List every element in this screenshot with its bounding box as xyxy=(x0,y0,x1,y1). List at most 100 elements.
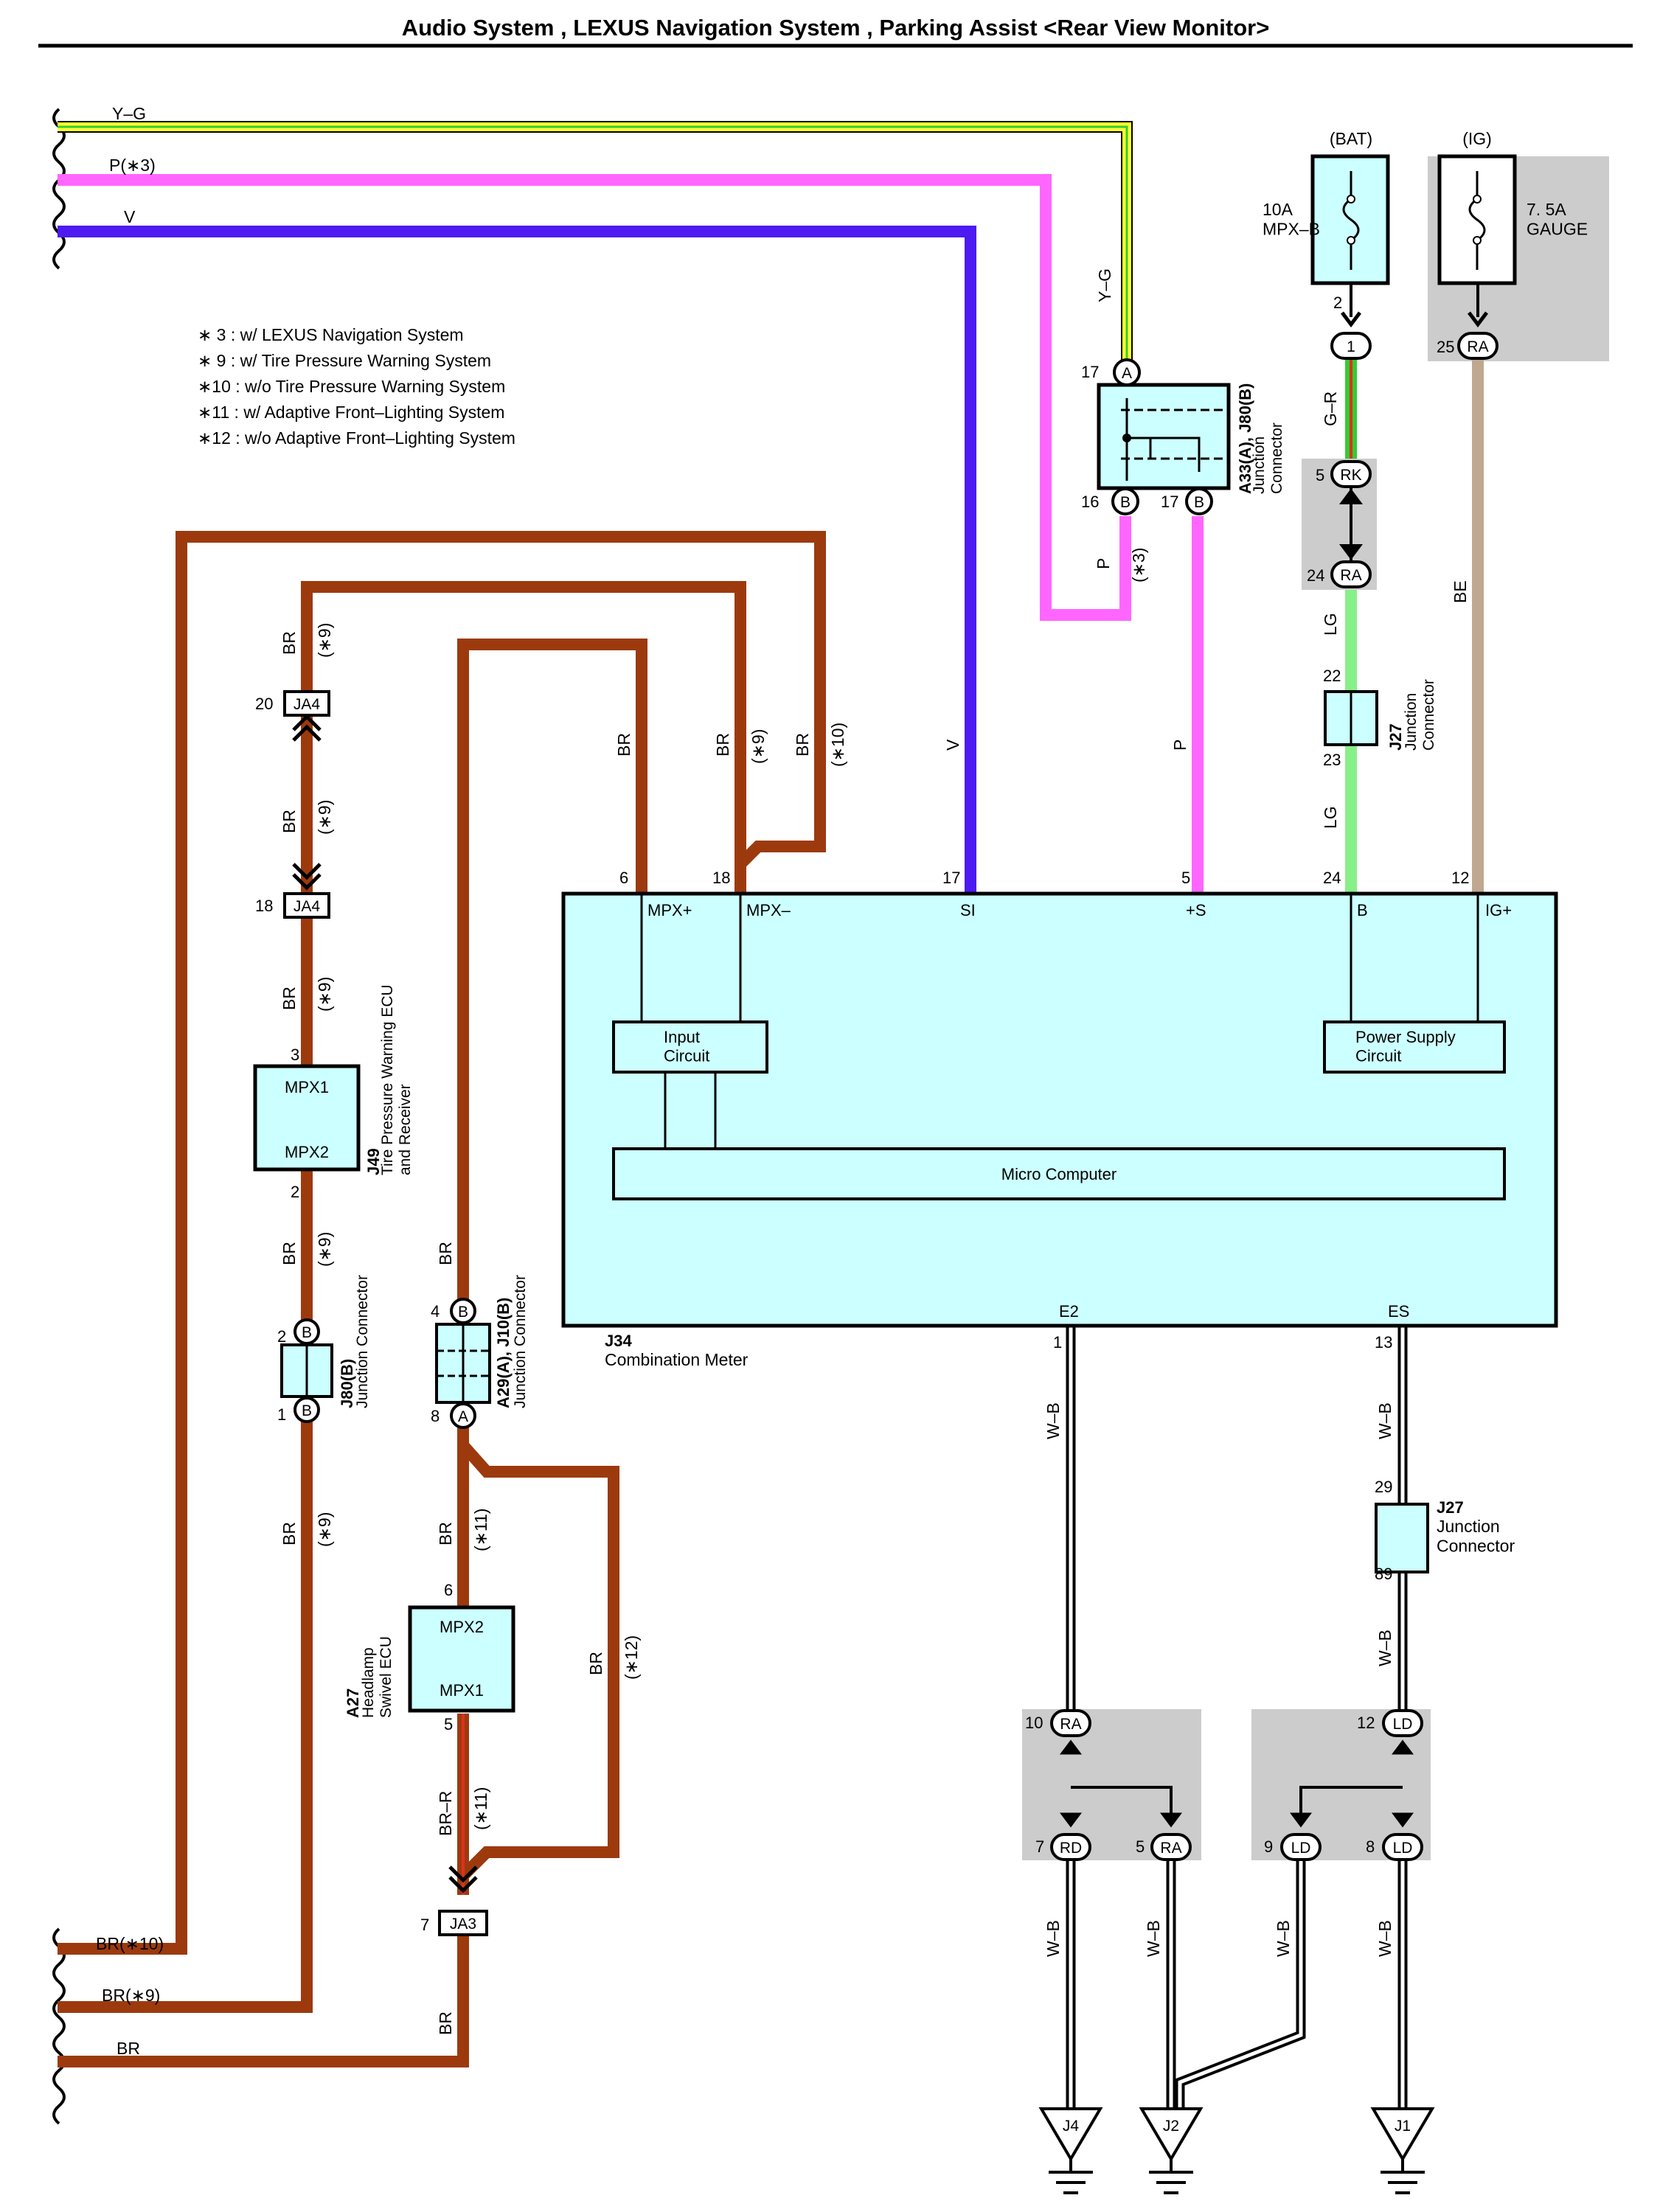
pin-numbers: 2 25 5 24 22 23 17 16 17 6 18 17 5 24 12… xyxy=(255,293,1469,1934)
svg-text:1: 1 xyxy=(1053,1333,1062,1352)
svg-text:P(∗3): P(∗3) xyxy=(109,156,156,175)
svg-text:LD: LD xyxy=(1393,1840,1413,1857)
svg-text:E2: E2 xyxy=(1059,1302,1079,1321)
j80-connector xyxy=(280,1318,333,1423)
a29-name: Junction Connector xyxy=(512,1275,529,1408)
j49-id: J49 xyxy=(364,1148,383,1175)
wire-br9 xyxy=(58,581,746,2013)
svg-text:17: 17 xyxy=(1161,493,1178,511)
svg-text:17: 17 xyxy=(1081,363,1099,381)
svg-text:(∗9): (∗9) xyxy=(315,800,334,835)
svg-text:RK: RK xyxy=(1340,467,1361,484)
svg-text:(∗9): (∗9) xyxy=(315,1232,334,1267)
svg-text:22: 22 xyxy=(1323,667,1341,685)
svg-text:(∗9): (∗9) xyxy=(315,1512,334,1547)
a27-ecu xyxy=(408,1605,515,1713)
note-9: ∗ 9 : w/ Tire Pressure Warning System xyxy=(198,351,491,370)
j49-mpx2: MPX2 xyxy=(285,1143,329,1161)
top-wires xyxy=(58,121,1133,894)
j27-upper-id: J27 xyxy=(1386,723,1405,751)
svg-text:BR: BR xyxy=(279,987,299,1010)
svg-text:8: 8 xyxy=(431,1407,440,1425)
svg-text:BR–R: BR–R xyxy=(436,1791,455,1836)
ground-lines xyxy=(1049,2159,1425,2194)
ja4-top xyxy=(283,690,330,742)
svg-text:LD: LD xyxy=(1393,1716,1413,1733)
svg-text:2: 2 xyxy=(1333,293,1342,312)
fuse-mpxb xyxy=(1310,154,1390,285)
svg-text:BR(∗10): BR(∗10) xyxy=(96,1934,164,1953)
a27-name: HeadlampSwivel ECU xyxy=(360,1636,395,1718)
wire-p3 xyxy=(58,174,1131,621)
ja4-bottom xyxy=(283,863,330,919)
a29-connector xyxy=(435,1298,491,1429)
svg-text:SI: SI xyxy=(960,901,976,919)
svg-text:BR: BR xyxy=(713,733,732,757)
svg-text:A: A xyxy=(458,1408,468,1425)
svg-text:18: 18 xyxy=(255,897,273,915)
svg-text:24: 24 xyxy=(1307,566,1324,585)
svg-text:1: 1 xyxy=(1347,338,1355,355)
svg-text:LD: LD xyxy=(1291,1840,1311,1857)
ja3 xyxy=(438,1865,488,1936)
svg-text:9: 9 xyxy=(1264,1837,1273,1856)
ja3-label: JA3 xyxy=(450,1916,476,1933)
j27-upper xyxy=(1324,690,1378,746)
svg-text:20: 20 xyxy=(255,695,273,713)
svg-text:ES: ES xyxy=(1388,1302,1409,1321)
note-12: ∗12 : w/o Adaptive Front–Lighting System xyxy=(198,428,515,448)
svg-text:89: 89 xyxy=(1375,1565,1392,1583)
svg-text:G–R: G–R xyxy=(1321,392,1340,426)
svg-text:BR: BR xyxy=(279,810,299,833)
svg-text:6: 6 xyxy=(619,869,628,887)
svg-text:V: V xyxy=(124,207,136,226)
svg-text:BR: BR xyxy=(586,1652,605,1675)
ground-symbols xyxy=(1038,2107,1435,2162)
svg-text:16: 16 xyxy=(1081,493,1099,511)
meter-pin-labels: MPX+ MPX– SI +S B IG+ E2 ES xyxy=(647,901,1512,1321)
svg-text:LG: LG xyxy=(1321,613,1340,636)
wire-br xyxy=(58,1935,469,2067)
svg-text:A: A xyxy=(1122,365,1132,382)
svg-text:25: 25 xyxy=(1437,338,1454,356)
svg-text:B: B xyxy=(302,1402,312,1419)
svg-text:7: 7 xyxy=(1035,1837,1044,1856)
svg-text:12: 12 xyxy=(1451,869,1469,887)
svg-text:BR: BR xyxy=(614,733,633,757)
svg-text:RA: RA xyxy=(1160,1840,1181,1857)
svg-text:5: 5 xyxy=(1136,1837,1145,1856)
connector-oval-labels: 1 RA RK RA RA RD RA LD LD LD xyxy=(1060,338,1489,1857)
svg-text:W–B: W–B xyxy=(1375,1920,1395,1957)
a33-circles xyxy=(1111,358,1213,515)
svg-text:BR: BR xyxy=(279,1522,299,1545)
fuse-gauge xyxy=(1437,154,1517,285)
svg-text:BR: BR xyxy=(279,631,299,655)
j27-upper-name: JunctionConnector xyxy=(1403,679,1437,751)
combination-meter xyxy=(561,891,1558,1328)
svg-text:LG: LG xyxy=(1321,806,1340,829)
svg-text:B: B xyxy=(458,1304,468,1321)
svg-text:P: P xyxy=(1170,740,1190,751)
input-circuit-box xyxy=(612,1020,768,1074)
a29-id: A29(A), J10(B) xyxy=(494,1298,513,1408)
svg-text:(∗12): (∗12) xyxy=(622,1635,641,1680)
j34-name: Combination Meter xyxy=(605,1350,749,1369)
svg-text:IG+: IG+ xyxy=(1485,901,1512,919)
svg-text:2: 2 xyxy=(291,1183,299,1201)
svg-text:B: B xyxy=(1120,494,1131,511)
svg-text:RA: RA xyxy=(1060,1716,1081,1733)
ig-label: (IG) xyxy=(1462,129,1492,148)
svg-text:13: 13 xyxy=(1375,1333,1392,1352)
svg-text:BR: BR xyxy=(279,1242,299,1265)
svg-text:BR: BR xyxy=(117,2039,140,2058)
note-11: ∗11 : w/ Adaptive Front–Lighting System xyxy=(198,403,504,422)
a27-id: A27 xyxy=(344,1688,362,1718)
svg-text:(∗9): (∗9) xyxy=(315,977,334,1012)
svg-text:BR: BR xyxy=(436,1522,455,1545)
svg-text:8: 8 xyxy=(1366,1837,1375,1856)
svg-text:BE: BE xyxy=(1451,580,1470,603)
